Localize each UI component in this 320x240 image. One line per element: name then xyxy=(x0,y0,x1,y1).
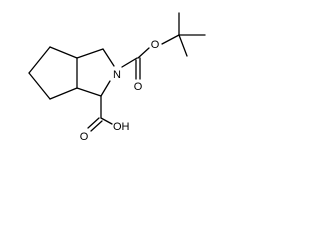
carboxylic-acid-group xyxy=(87,95,113,132)
bond-acid-oh xyxy=(100,117,113,125)
bond-pyr-4 xyxy=(76,87,102,97)
bond-n-carbonyl xyxy=(121,57,138,68)
bond-acid-co-a xyxy=(87,117,100,129)
atom-label-carbamate-o: O xyxy=(134,81,143,93)
atom-label-ester-o: O xyxy=(151,39,160,51)
cyclopentane-ring xyxy=(28,46,78,100)
boc-group xyxy=(121,12,206,80)
bond-cp-1 xyxy=(49,46,78,59)
bond-ester-o-tbu xyxy=(161,34,180,45)
bond-pyr-3 xyxy=(100,80,111,97)
molecule-drawing: N O O O OH xyxy=(28,12,206,143)
atom-label-acid-o: O xyxy=(80,131,89,143)
bond-acid-co-b xyxy=(90,120,103,132)
structure-canvas: N O O O OH xyxy=(0,0,234,150)
bond-cp-2 xyxy=(28,46,51,74)
bond-pyr-2 xyxy=(102,48,115,67)
bond-pyr-1 xyxy=(76,48,104,59)
bond-cp-4 xyxy=(49,87,78,100)
bond-carbonyl-ester-o xyxy=(137,47,150,59)
atom-label-n: N xyxy=(113,69,121,81)
pyrrolidine-ring xyxy=(76,48,115,97)
bond-tbu-methyl-down xyxy=(178,34,188,57)
atom-label-oh: OH xyxy=(113,121,130,133)
bond-cp-3 xyxy=(28,72,51,100)
